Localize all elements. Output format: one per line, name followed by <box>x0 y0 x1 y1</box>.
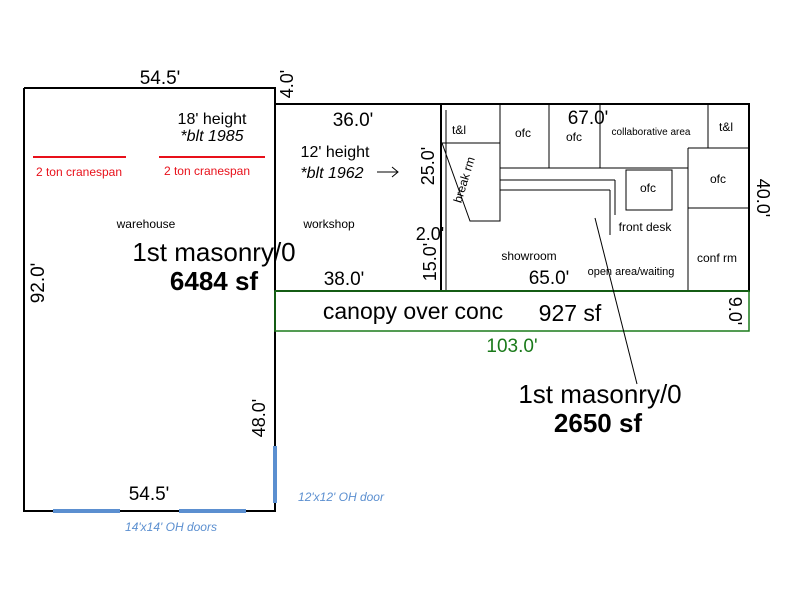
dim-top-jog: 4.0' <box>277 70 297 98</box>
wh-height-label: 18' height <box>178 111 247 128</box>
room-warehouse: warehouse <box>116 217 176 231</box>
room-break-rm: break rm <box>451 155 478 204</box>
room-collaborative-area: collaborative area <box>612 127 691 138</box>
room-ofc-3: ofc <box>640 181 656 195</box>
dim-shop-width: 36.0' <box>333 110 374 131</box>
shop-height-label: 12' height <box>301 144 370 161</box>
dim-canopy-width: 103.0' <box>486 336 537 357</box>
room-open-area: open area/waiting <box>588 266 675 278</box>
room-front-desk: front desk <box>619 220 673 234</box>
area2-leader-line <box>594 217 638 385</box>
room-workshop: workshop <box>302 217 355 231</box>
dim-bottom-width: 54.5' <box>129 484 170 505</box>
room-showroom: showroom <box>501 249 556 263</box>
canopy-label: canopy over conc <box>323 298 503 324</box>
shop-built-label: *blt 1962 <box>300 165 363 182</box>
room-tl-2: t&l <box>719 120 733 134</box>
warehouse-wall <box>23 87 276 512</box>
interior-partitions <box>441 104 749 291</box>
room-ofc-1: ofc <box>515 126 531 140</box>
area-2-sf: 2650 sf <box>554 408 643 438</box>
cranespan-label-1: 2 ton cranespan <box>36 165 122 179</box>
room-ofc-4: ofc <box>710 172 726 186</box>
oh-door-small-label: 12'x12' OH door <box>298 490 385 504</box>
break-rm-box <box>441 142 501 222</box>
dim-top-width: 54.5' <box>140 68 181 89</box>
area-2-type: 1st masonry/0 <box>518 379 681 409</box>
dim-lower-depth: 15.0' <box>420 243 440 281</box>
dim-lower-shop-width: 38.0' <box>324 269 365 290</box>
area-1-sf: 6484 sf <box>170 266 259 296</box>
area-1-type: 1st masonry/0 <box>132 237 295 267</box>
dim-lower-office-width: 65.0' <box>529 268 570 289</box>
dim-small-gap: 2.0' <box>416 224 444 244</box>
dim-right-depth: 40.0' <box>753 179 773 217</box>
ofc3-box <box>625 169 673 211</box>
dim-lower-wh-depth: 48.0' <box>249 399 269 437</box>
dim-office-width: 67.0' <box>568 108 609 129</box>
room-conf-rm: conf rm <box>697 251 737 265</box>
cranespan-label-2: 2 ton cranespan <box>164 164 250 178</box>
dim-canopy-depth: 9.0' <box>725 297 745 325</box>
room-ofc-2: ofc <box>566 130 582 144</box>
wh-built-label: *blt 1985 <box>180 128 243 145</box>
dim-shop-depth: 25.0' <box>418 147 438 185</box>
dim-left-depth: 92.0' <box>28 263 49 304</box>
canopy-outline <box>274 290 750 332</box>
canopy-sf: 927 sf <box>539 300 602 326</box>
arrow-icon <box>377 166 399 178</box>
room-tl-1: t&l <box>452 123 466 137</box>
oh-doors-large-label: 14'x14' OH doors <box>125 520 217 534</box>
